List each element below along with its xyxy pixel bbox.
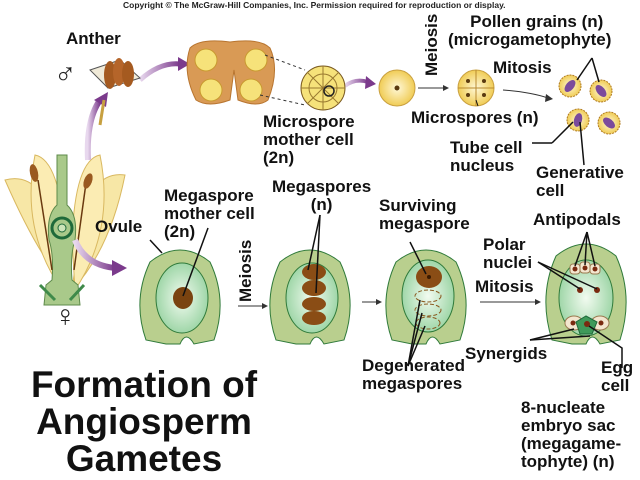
label-megaspore-mother-cell: Megaspore mother cell (2n): [164, 186, 255, 241]
label-megaspores: Megaspores (n): [272, 177, 372, 214]
arrow-mother-to-microspore: [343, 78, 369, 88]
label-surviving-megaspore: Surviving megaspore: [379, 196, 470, 233]
label-meiosis-female: Meiosis: [236, 239, 255, 302]
pollen-grains: [558, 74, 621, 135]
label-degenerated-megaspores: Degenerated megaspores: [362, 356, 465, 393]
ovule-embryo-sac: [529, 231, 627, 368]
label-microspore-mother-cell: Microspore mother cell (2n): [263, 112, 355, 167]
label-antipodals: Antipodals: [533, 210, 621, 229]
ovule-2: [269, 214, 351, 345]
label-meiosis-male: Meiosis: [422, 13, 441, 76]
label-polar-nuclei: Polar nuclei: [483, 235, 533, 272]
label-pollen-grains: Pollen grains (n) (microgametophyte): [448, 12, 612, 49]
arrow-flower-to-ovule: [72, 238, 116, 271]
male-symbol-icon: ♂: [54, 58, 77, 91]
microspore-tetrad: [457, 69, 495, 107]
anther-cross-section: [186, 40, 306, 106]
microsporangium: [300, 65, 346, 111]
female-symbol-icon: ♀: [54, 300, 77, 333]
arrow-flower-to-anther: [84, 98, 103, 161]
arrow-anther-to-section: [138, 61, 181, 82]
flower-illustration: [4, 154, 126, 306]
label-synergids: Synergids: [465, 344, 548, 363]
anther-illustration: [89, 58, 141, 126]
diagram-title: Formation of Angiosperm Gametes: [30, 364, 258, 479]
label-egg-cell: Egg cell: [601, 358, 634, 395]
label-tube-cell-nucleus: Tube cell nucleus: [450, 138, 523, 175]
label-anther: Anther: [66, 29, 121, 48]
label-microspores: Microspores (n): [411, 108, 539, 127]
ovule-1: [139, 227, 221, 345]
label-mitosis-male: Mitosis: [493, 58, 552, 77]
label-generative-cell: Generative cell: [536, 163, 624, 200]
label-embryo-sac: 8-nucleate embryo sac (megagame- tophyte…: [521, 398, 622, 471]
ovule-3: [385, 241, 467, 367]
copyright-notice: Copyright © The McGraw-Hill Companies, I…: [123, 0, 506, 10]
label-ovule: Ovule: [95, 217, 143, 236]
label-mitosis-female: Mitosis: [475, 277, 534, 296]
